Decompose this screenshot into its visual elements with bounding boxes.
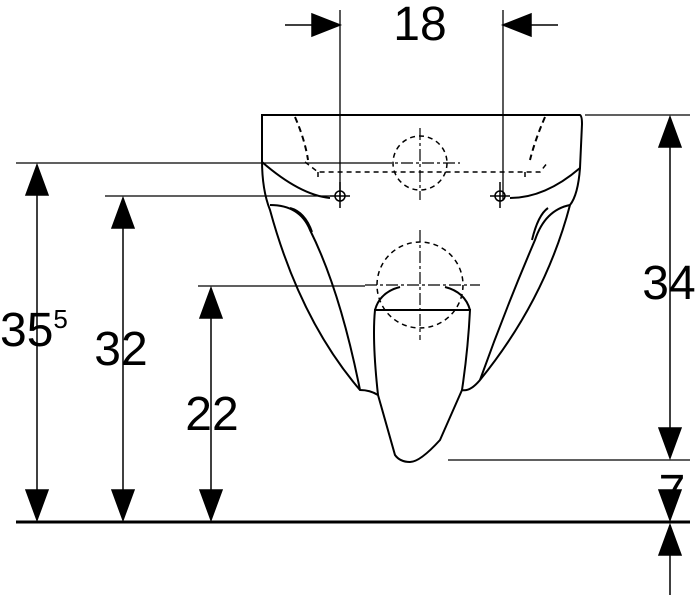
arrow-22-top (198, 285, 224, 319)
arrow-7-top (657, 489, 683, 523)
arrow-34-top (657, 114, 683, 148)
dim-label-355-sup: 5 (53, 304, 67, 334)
arrow-32-top (110, 195, 136, 229)
arrow-34-bottom (657, 427, 683, 461)
arrow-32-bottom (110, 489, 136, 523)
dimension-lines (24, 12, 683, 595)
dim-label-22: 22 (185, 388, 238, 441)
arrow-22-bottom (198, 489, 224, 523)
arrow-355-bottom (24, 489, 50, 523)
extension-lines (16, 10, 690, 461)
dim-label-32: 32 (94, 323, 147, 376)
arrow-18-left (311, 12, 343, 38)
arrow-7-bottom (657, 522, 683, 556)
dim-label-7: 7 (659, 466, 686, 519)
urinal-body (261, 114, 584, 464)
arrow-355-top (24, 162, 50, 196)
dim-label-34: 34 (642, 257, 695, 310)
arrow-18-right (500, 12, 532, 38)
dim-label-355: 355 (0, 304, 68, 357)
center-lines (365, 128, 480, 340)
dim-label-18: 18 (393, 0, 446, 51)
dim-label-355-base: 35 (0, 304, 53, 357)
